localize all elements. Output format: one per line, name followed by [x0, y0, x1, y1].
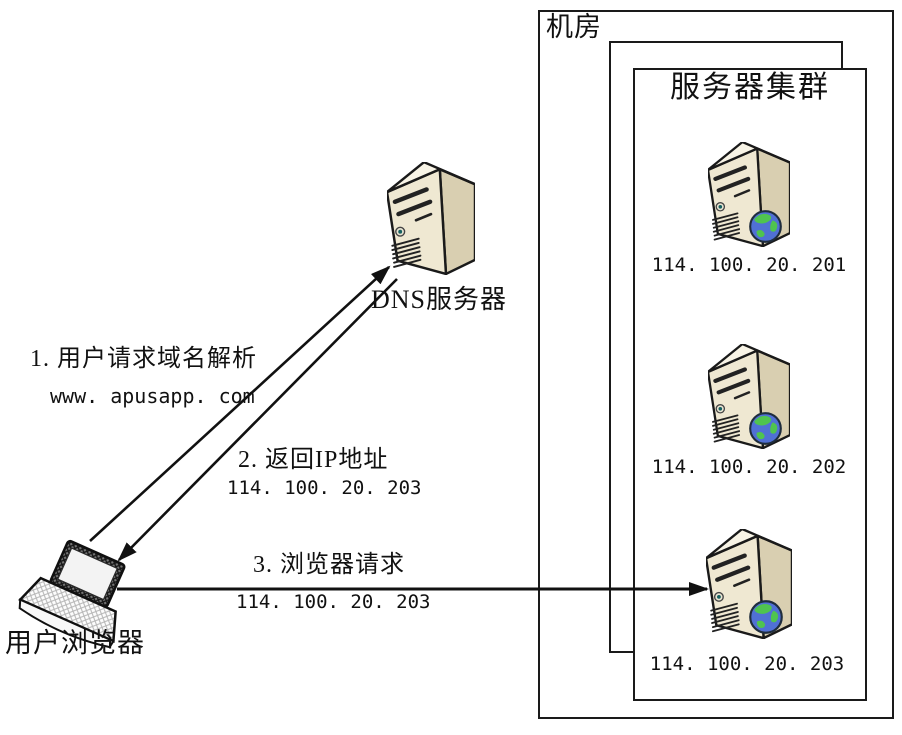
web-server-2: 114. 100. 20. 202: [652, 344, 846, 478]
step-3-ip: 114. 100. 20. 203: [236, 591, 431, 613]
server-ip-label: 114. 100. 20. 202: [651, 456, 847, 478]
server-ip-label: 114. 100. 20. 203: [649, 653, 845, 675]
globe-icon: [749, 600, 783, 634]
datacenter-box: [538, 10, 894, 719]
globe-icon: [749, 412, 782, 445]
laptop-base: [18, 598, 115, 649]
step-3-label: 3. 浏览器请求: [253, 552, 405, 578]
web-server-1: 114. 100. 20. 201: [652, 142, 846, 276]
step-2-label: 2. 返回IP地址: [238, 447, 389, 473]
datacenter-label: 机房: [546, 12, 602, 42]
globe-icon: [749, 210, 782, 243]
dns-server-label: DNS服务器: [371, 285, 508, 314]
server-ip-label: 114. 100. 20. 201: [651, 254, 847, 276]
step-2-ip: 114. 100. 20. 203: [227, 477, 422, 499]
step-1-label: 1. 用户请求域名解析: [30, 346, 257, 372]
dns-server-icon: [387, 162, 475, 275]
server-cluster-title: 服务器集群: [670, 71, 830, 104]
web-server-3: 114. 100. 20. 203: [650, 529, 844, 675]
dns-server: DNS服务器: [371, 162, 506, 314]
step-1-domain: www. apusapp. com: [50, 384, 255, 408]
laptop-screen: [56, 547, 119, 601]
laptop-icon: [18, 539, 126, 649]
arrow-step-2-response: [117, 278, 398, 562]
user-browser-label: 用户浏览器: [5, 628, 145, 658]
